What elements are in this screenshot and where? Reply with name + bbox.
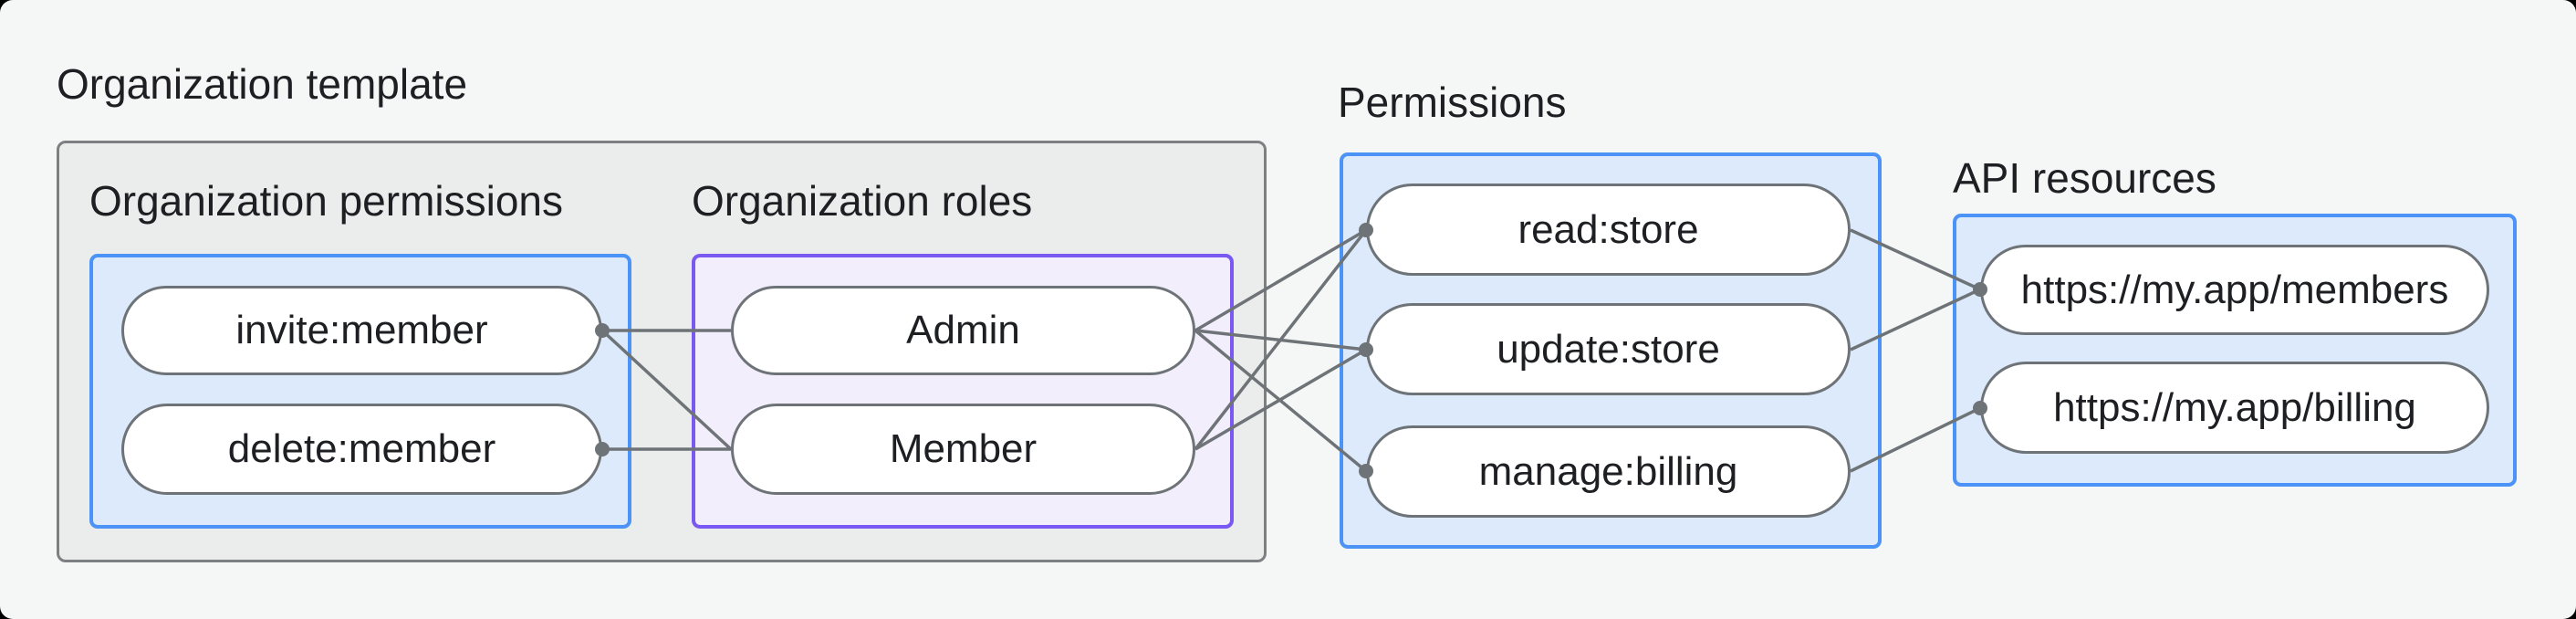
node-member: Member <box>731 404 1195 495</box>
node-admin: Admin <box>731 286 1195 375</box>
node-members-api: https://my.app/members <box>1980 245 2489 335</box>
node-update-store: update:store <box>1366 303 1851 395</box>
api-resources-label: API resources <box>1953 154 2216 202</box>
permissions-label: Permissions <box>1338 79 1567 126</box>
node-delete-member: delete:member <box>121 404 602 495</box>
org-permissions-label: Organization permissions <box>89 177 564 225</box>
node-billing-api: https://my.app/billing <box>1980 362 2489 454</box>
node-manage-billing: manage:billing <box>1366 425 1851 518</box>
diagram-title: Organization template <box>57 60 468 108</box>
org-roles-label: Organization roles <box>692 177 1033 225</box>
node-invite-member: invite:member <box>121 286 602 375</box>
node-read-store: read:store <box>1366 184 1851 276</box>
